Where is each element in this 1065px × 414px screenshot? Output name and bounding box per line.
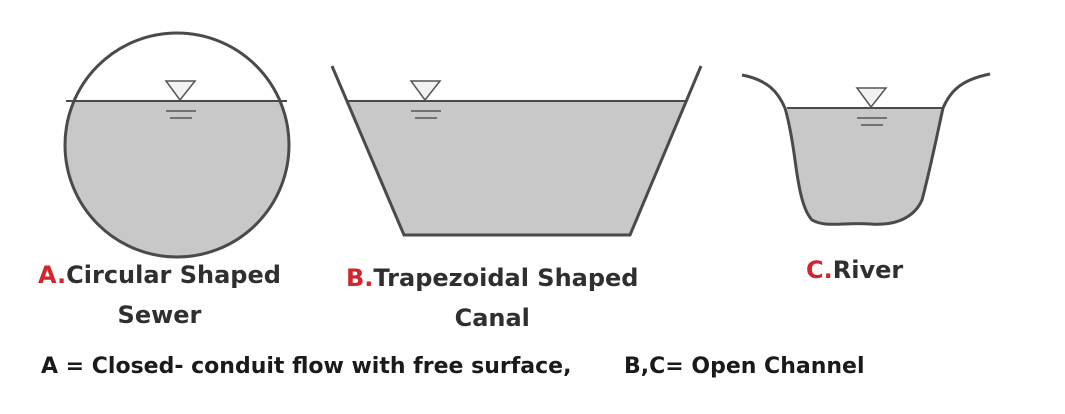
caption-title-b: Trapezoidal Shaped	[373, 264, 639, 292]
caption-subtitle-b: Canal	[454, 304, 530, 332]
caption-circular-sewer: A.Circular Shaped Sewer	[38, 255, 281, 335]
caption-river: C.River	[806, 250, 903, 290]
canal-outline	[330, 65, 703, 237]
river-bank-outline	[741, 72, 991, 226]
water-level-symbol-icon	[164, 80, 197, 119]
note-open-channel: B,C= Open Channel	[624, 354, 865, 379]
caption-letter-a: A.	[38, 261, 67, 289]
note-closed-conduit: A = Closed- conduit flow with free surfa…	[41, 354, 572, 379]
trapezoidal-canal-section	[330, 65, 703, 237]
water-level-symbol-icon	[409, 80, 442, 119]
caption-letter-c: C.	[806, 256, 833, 284]
caption-title-c: River	[832, 256, 904, 284]
river-section	[741, 72, 991, 226]
circular-sewer-section	[63, 31, 291, 259]
caption-letter-b: B.	[346, 264, 374, 292]
caption-subtitle-a: Sewer	[117, 301, 202, 329]
sewer-pipe-outline	[63, 31, 291, 259]
water-level-symbol-icon	[855, 87, 888, 126]
river-water	[787, 108, 943, 225]
canal-water	[346, 101, 685, 235]
sewer-water	[65, 101, 289, 257]
caption-trapezoidal-canal: B.Trapezoidal Shaped Canal	[346, 258, 639, 338]
caption-title-a: Circular Shaped	[66, 261, 281, 289]
